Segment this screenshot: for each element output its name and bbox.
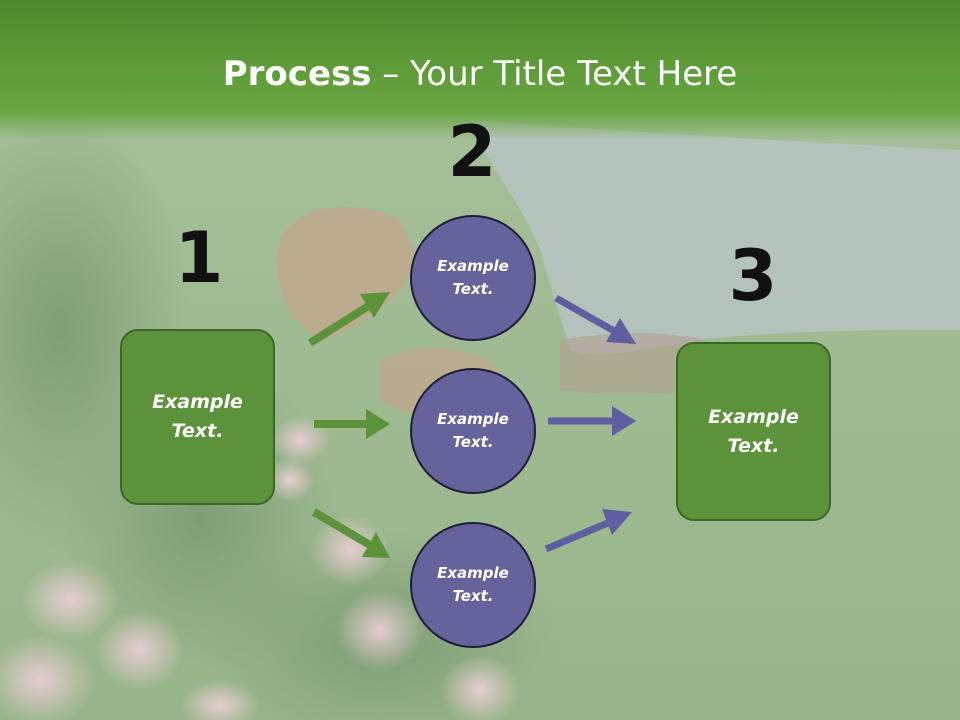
step-3-box: Example Text. — [676, 342, 831, 521]
step-number-1: 1 — [174, 217, 224, 299]
step-2-circle-bottom: Example Text. — [410, 522, 536, 648]
step-number-2: 2 — [447, 111, 497, 193]
title-band — [0, 0, 960, 140]
step-2-circle-middle: Example Text. — [410, 368, 536, 494]
circle-bottom-text: Example Text. — [437, 564, 509, 605]
circle-middle-text: Example Text. — [437, 410, 509, 451]
title-bold: Process — [222, 54, 372, 94]
step-1-box: Example Text. — [120, 329, 275, 505]
slide-title: Process – Your Title Text Here — [0, 52, 960, 96]
step-2-circle-top: Example Text. — [410, 215, 536, 341]
circle-top-text: Example Text. — [437, 257, 509, 298]
step-1-text: Example Text. — [152, 391, 243, 442]
title-rest: – Your Title Text Here — [371, 54, 738, 94]
step-number-3: 3 — [728, 235, 778, 317]
step-3-text: Example Text. — [708, 405, 799, 457]
